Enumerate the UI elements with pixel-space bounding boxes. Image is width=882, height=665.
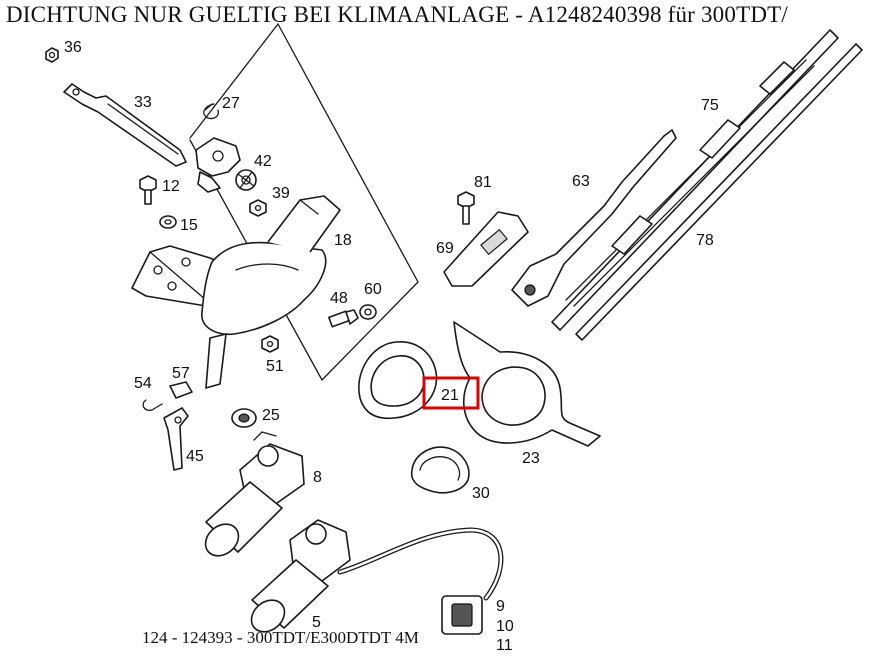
label-51[interactable]: 51 xyxy=(266,358,284,375)
part-39-nut[interactable] xyxy=(249,199,267,217)
crank-bracket[interactable] xyxy=(195,137,241,193)
part-25-grommet[interactable] xyxy=(231,408,257,428)
part-18-motor-housing[interactable] xyxy=(201,195,341,389)
label-81[interactable]: 81 xyxy=(474,174,492,191)
part-21-seal[interactable] xyxy=(358,341,438,420)
part-45-bracket[interactable] xyxy=(163,407,189,471)
label-54[interactable]: 54 xyxy=(134,375,152,392)
part-30-gasket[interactable] xyxy=(410,446,470,494)
label-39[interactable]: 39 xyxy=(272,185,290,202)
label-12[interactable]: 12 xyxy=(162,178,180,195)
part-51-nut[interactable] xyxy=(261,335,279,353)
part-81-bolt[interactable] xyxy=(457,191,475,225)
label-36[interactable]: 36 xyxy=(64,39,82,56)
part-33-linkage-arm[interactable] xyxy=(63,83,187,167)
part-57-clip[interactable] xyxy=(169,381,193,399)
label-8[interactable]: 8 xyxy=(313,469,322,486)
part-78-wiper-rubber[interactable] xyxy=(575,43,863,341)
label-27[interactable]: 27 xyxy=(222,95,240,112)
label-63[interactable]: 63 xyxy=(572,173,590,190)
label-5[interactable]: 5 xyxy=(312,614,321,631)
part-5-motor[interactable] xyxy=(245,519,351,638)
highlight-box xyxy=(422,376,480,410)
part-36-nut[interactable] xyxy=(45,47,59,63)
label-9[interactable]: 9 xyxy=(496,598,505,615)
label-30[interactable]: 30 xyxy=(472,485,490,502)
part-8-motor[interactable] xyxy=(199,431,305,562)
label-11[interactable]: 11 xyxy=(496,637,513,654)
label-25[interactable]: 25 xyxy=(262,407,280,424)
label-48[interactable]: 48 xyxy=(330,290,348,307)
part-23-cover[interactable] xyxy=(453,321,601,447)
label-10[interactable]: 10 xyxy=(496,618,514,635)
label-45[interactable]: 45 xyxy=(186,448,204,465)
part-12-bolt[interactable] xyxy=(139,175,157,205)
label-75[interactable]: 75 xyxy=(701,97,719,114)
part-48-bolt[interactable] xyxy=(328,309,359,328)
label-33[interactable]: 33 xyxy=(134,94,152,111)
part-42-gear[interactable] xyxy=(235,169,257,191)
part-9-10-11-cable-connector[interactable] xyxy=(337,527,504,635)
label-69[interactable]: 69 xyxy=(436,240,454,257)
label-60[interactable]: 60 xyxy=(364,281,382,298)
label-21[interactable]: 21 xyxy=(441,387,459,404)
part-54-clip[interactable] xyxy=(142,399,163,411)
part-27-clip[interactable] xyxy=(203,103,220,120)
part-15-washer[interactable] xyxy=(159,215,177,229)
part-60-bushing[interactable] xyxy=(359,304,377,320)
footer-caption: 124 - 124393 - 300TDT/E300DTDT 4M xyxy=(142,628,419,647)
part-63-wiper-arm[interactable] xyxy=(511,129,677,307)
label-78[interactable]: 78 xyxy=(696,232,714,249)
label-18[interactable]: 18 xyxy=(334,232,352,249)
part-labels: 36 33 27 42 12 39 15 18 48 60 51 54 57 2… xyxy=(64,39,719,654)
page-title: DICHTUNG NUR GUELTIG BEI KLIMAANLAGE - A… xyxy=(6,2,788,27)
part-69-cap[interactable] xyxy=(443,211,529,287)
part-75-wiper-blade[interactable] xyxy=(551,29,839,331)
label-42[interactable]: 42 xyxy=(254,153,272,170)
label-15[interactable]: 15 xyxy=(180,217,198,234)
label-57[interactable]: 57 xyxy=(172,365,190,382)
label-23[interactable]: 23 xyxy=(522,450,540,467)
